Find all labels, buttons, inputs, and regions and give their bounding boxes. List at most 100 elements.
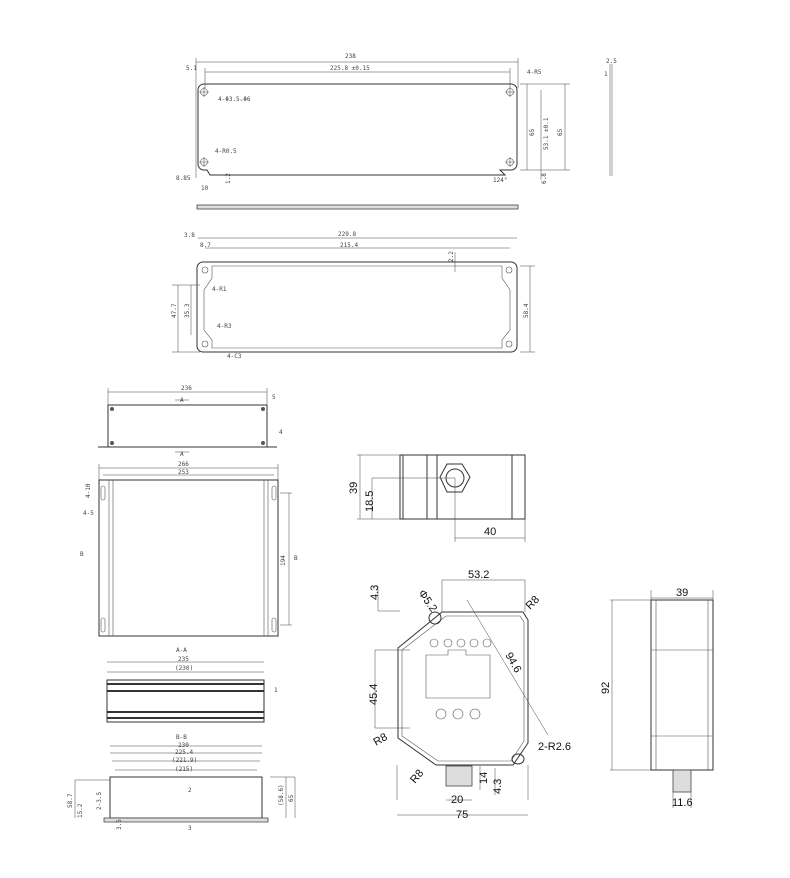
- dim-inner-offset: 8.7: [200, 242, 211, 249]
- dim-edge-radius: 4-R0.5: [215, 148, 237, 155]
- dim-hole-spec: 4-Φ3.5⌵Φ6: [218, 96, 251, 103]
- dim-bb-w4: (215): [175, 766, 193, 773]
- dim-left-offset: 5.1: [186, 65, 197, 72]
- cover-plate-outline: [197, 83, 518, 176]
- side-view: 39 18.5 40: [348, 454, 526, 542]
- dim-bb-h4: (58.6): [278, 784, 285, 806]
- callout-1: 1: [274, 687, 278, 694]
- dim-radius-tr: R8: [524, 594, 542, 612]
- connector: [445, 765, 473, 787]
- dim-hole-pitch-vertical: 65: [529, 128, 536, 136]
- side-view-outline: [399, 454, 526, 520]
- callout-5: 5: [272, 394, 276, 401]
- dim-gland-height: 18.5: [364, 491, 376, 512]
- display-window: [425, 649, 491, 699]
- section-aa-title: A-A: [176, 647, 187, 654]
- dim-overall-height: 65: [557, 128, 564, 136]
- section-label-a-top: A: [180, 397, 184, 404]
- enclosure-top-view: [107, 404, 268, 448]
- dimension-lines: [195, 58, 613, 180]
- dim-hole-dia: Φ5.2: [416, 588, 440, 615]
- cover-plate-side-profile: [196, 204, 519, 210]
- top-cover-plate-view: 238 225.8 ±0.15 5.1 4-R5 4-Φ3.5⌵Φ6 4-R0.…: [176, 53, 617, 210]
- dim-bb-width: 230: [178, 742, 189, 749]
- end-view-outline: [650, 599, 714, 771]
- dim-edge-offset: 8.85: [176, 175, 191, 182]
- dim-slot-vertical-pitch: 194: [280, 555, 287, 566]
- dim-overall-width: 75: [456, 809, 468, 821]
- dim-height-mid: 45.4: [368, 684, 380, 705]
- gasket-inner-outline: [203, 265, 511, 349]
- dim-chamfer: 4-C3: [227, 353, 242, 360]
- section-bb-title: B-B: [176, 734, 187, 741]
- enclosure-views: 236 A A 5 4 266 253 4-10 4-5 194 B B A-A…: [67, 385, 298, 832]
- cable-gland-nut: [439, 463, 471, 493]
- enclosure-plan-view: [98, 479, 279, 637]
- section-label-b-right: B: [294, 555, 298, 562]
- dim-bb-t: 3.5: [116, 819, 123, 830]
- section-label-b-left: B: [80, 551, 84, 558]
- gasket-dimension-lines: [172, 237, 535, 353]
- dim-hole-pitch-vertical-tol: 53.1 ±0.1: [543, 117, 550, 150]
- dim-width: 39: [676, 587, 688, 599]
- dim-connector-width: 11.6: [672, 797, 693, 809]
- dim-overall-width: 238: [345, 53, 356, 60]
- dim-top-width: 236: [181, 385, 192, 392]
- end-connector: [672, 769, 692, 793]
- dim-connector-height: 14: [478, 772, 490, 784]
- dim-inner-radius: 4-R1: [212, 286, 227, 293]
- gasket-plate-view: 3.8 229.8 8.7 215.4 2.2 4-R1 47.7 35.3 4…: [171, 231, 535, 360]
- callout-3: 3: [188, 825, 192, 832]
- callout-4: 4: [279, 429, 283, 436]
- dim-bb-h1: 58.7: [67, 793, 74, 808]
- dim-slot-pitch: 253: [178, 469, 189, 476]
- dim-radius-left: R8: [372, 731, 390, 748]
- mount-slot: [511, 753, 525, 765]
- dim-radius-bl: R8: [408, 767, 426, 785]
- dim-overall-height: 58.4: [523, 303, 530, 318]
- dim-hole-pitch: 225.8 ±0.15: [330, 65, 370, 72]
- dim-edge-width: 10: [201, 185, 209, 192]
- dim-thickness-lip: 1: [604, 71, 608, 78]
- led-indicators: [429, 638, 492, 720]
- dim-thickness: 2.5: [606, 58, 617, 65]
- dim-slot-radius: 2-R2.6: [538, 741, 571, 753]
- dim-bottom-offset: 6.8: [541, 173, 548, 184]
- dim-hole-pitch: 53.2: [468, 569, 489, 581]
- dim-corner-radius: 4-R3: [217, 323, 232, 330]
- dim-height: 39: [348, 482, 360, 494]
- dim-bb-w3: (221.9): [172, 757, 197, 764]
- dim-top-offset: 4.3: [369, 585, 381, 600]
- gasket-outer-outline: [196, 261, 518, 353]
- dim-diagonal: 94.6: [502, 651, 523, 676]
- gasket-hole-icons: [201, 266, 513, 348]
- dim-corner-radius: 4-R5: [527, 69, 542, 76]
- section-bb-view: [109, 776, 263, 819]
- front-outline: [397, 611, 529, 766]
- dim-slot-length: 4-10: [85, 483, 92, 498]
- section-label-a-bottom: A: [180, 451, 184, 458]
- dim-flange-width: 266: [178, 461, 189, 468]
- dim-bb-h5: 65: [288, 794, 295, 802]
- dim-slot-width: 4-5: [83, 510, 94, 517]
- dim-left-offset: 3.8: [184, 232, 195, 239]
- dim-bend-angle: 124°: [493, 177, 507, 184]
- dim-overall-width: 229.8: [338, 231, 356, 238]
- dim-lip: 2.2: [448, 251, 455, 262]
- dim-aa-inner: (230): [175, 665, 193, 672]
- dim-bb-h3: 2-3.5: [96, 792, 103, 810]
- end-view: 39 92 11.6: [600, 587, 714, 809]
- dim-aa-width: 235: [178, 656, 189, 663]
- dim-bb-h2: 15.2: [77, 803, 84, 818]
- dim-connector-width: 20: [451, 794, 463, 806]
- dim-height-outer: 47.7: [171, 303, 178, 318]
- section-aa-view: [106, 679, 265, 723]
- mount-hole: [428, 611, 442, 625]
- dim-height: 92: [600, 682, 612, 694]
- dim-inner-width: 215.4: [340, 242, 358, 249]
- dim-height-inner: 35.3: [184, 303, 191, 318]
- dim-bottom-offset: 4.3: [492, 779, 504, 794]
- front-view: 4.3 53.2 Φ5.2 R8 94.6 45.4 R8 2-R2.6 R8 …: [368, 569, 571, 821]
- dim-gland-offset: 40: [484, 526, 496, 538]
